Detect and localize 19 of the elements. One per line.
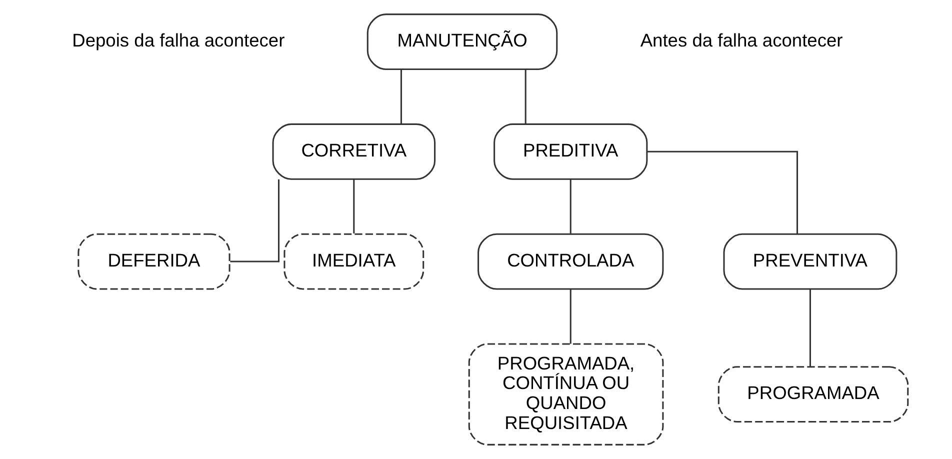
node-box: CORRETIVA — [272, 123, 436, 180]
node-box: PROGRAMADA — [718, 366, 909, 423]
label: Depois da falha acontecer — [72, 30, 285, 51]
node-box: PROGRAMADA, CONTÍNUA OU QUANDO REQUISITADA — [468, 343, 664, 446]
label: Antes da falha acontecer — [640, 30, 843, 51]
connector — [353, 179, 355, 234]
connector — [570, 289, 572, 344]
connector — [524, 70, 526, 124]
node-box: DEFERIDA — [78, 233, 230, 290]
connector — [570, 179, 572, 234]
connector — [809, 289, 811, 367]
connector — [647, 150, 798, 234]
node-box: CONTROLADA — [478, 233, 664, 290]
node-box: IMEDIATA — [284, 233, 424, 290]
node-box: PREVENTIVA — [723, 233, 898, 290]
connector — [400, 70, 402, 124]
node-box: PREDITIVA — [494, 123, 648, 180]
node-box: MANUTENÇÃO — [366, 14, 558, 70]
connector — [230, 179, 280, 262]
